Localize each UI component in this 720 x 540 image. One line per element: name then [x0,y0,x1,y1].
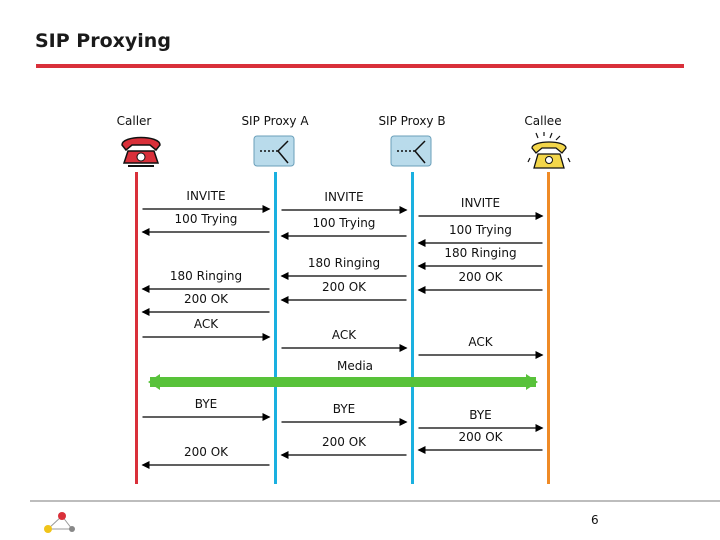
proxy-server-icon [390,135,432,167]
message-15: ACK [418,335,544,359]
message-13: ACK [142,317,271,341]
message-16: BYE [142,397,271,421]
message-12: 200 OK [141,292,270,316]
message-label: 180 Ringing [170,269,242,283]
slide-title: SIP Proxying [35,30,171,52]
message-label: 200 OK [458,430,503,444]
message-18: BYE [418,408,544,432]
messages: INVITE 100 Trying INVITE 100 Trying INVITE 10… [141,189,544,469]
lifelines [135,172,550,484]
message-label: INVITE [461,196,500,210]
message-label: INVITE [324,190,363,204]
message-label: INVITE [186,189,225,203]
participant-label-proxy-a: SIP Proxy A [241,114,309,128]
message-label: BYE [195,397,218,411]
message-14: ACK [281,328,408,352]
message-19: 200 OK [417,430,543,454]
message-label: 200 OK [184,445,229,459]
message-21: 200 OK [141,445,270,469]
message-label: 200 OK [184,292,229,306]
message-label: ACK [468,335,493,349]
message-label: ACK [194,317,219,331]
media-label: Media [337,359,373,373]
message-label: 100 Trying [449,223,512,237]
message-label: 100 Trying [175,212,238,226]
message-4: 100 Trying [280,216,407,240]
message-3: INVITE [281,190,408,214]
message-label: 100 Trying [313,216,376,230]
participant-label-caller: Caller [117,114,152,128]
message-1: INVITE [142,189,271,213]
message-9: 180 Ringing [141,269,270,293]
media-stream: Media [148,359,538,390]
message-label: 180 Ringing [308,256,380,270]
message-label: 180 Ringing [444,246,516,260]
message-7: 180 Ringing [417,246,543,270]
message-label: BYE [333,402,356,416]
footer-divider [30,500,720,502]
title-divider [36,64,684,68]
message-8: 180 Ringing [280,256,407,280]
page-number: 6 [591,513,599,527]
message-10: 200 OK [417,270,543,294]
lifeline-proxy-a [274,172,277,484]
message-6: 100 Trying [417,223,543,247]
message-label: 200 OK [322,280,367,294]
lifeline-caller [135,172,138,484]
message-label: 200 OK [322,435,367,449]
message-5: INVITE [418,196,544,220]
ringing-phone-icon [527,132,571,169]
participant-label-proxy-b: SIP Proxy B [378,114,445,128]
message-20: 200 OK [280,435,407,459]
message-label: ACK [332,328,357,342]
lifeline-proxy-b [411,172,414,484]
network-logo-icon [44,512,75,533]
participant-label-callee: Callee [524,114,561,128]
message-2: 100 Trying [141,212,270,236]
message-label: BYE [469,408,492,422]
message-11: 200 OK [280,280,407,304]
proxy-server-icon [253,135,295,167]
message-17: BYE [281,402,408,426]
red-telephone-icon [121,136,161,167]
message-label: 200 OK [458,270,503,284]
lifeline-callee [547,172,550,484]
